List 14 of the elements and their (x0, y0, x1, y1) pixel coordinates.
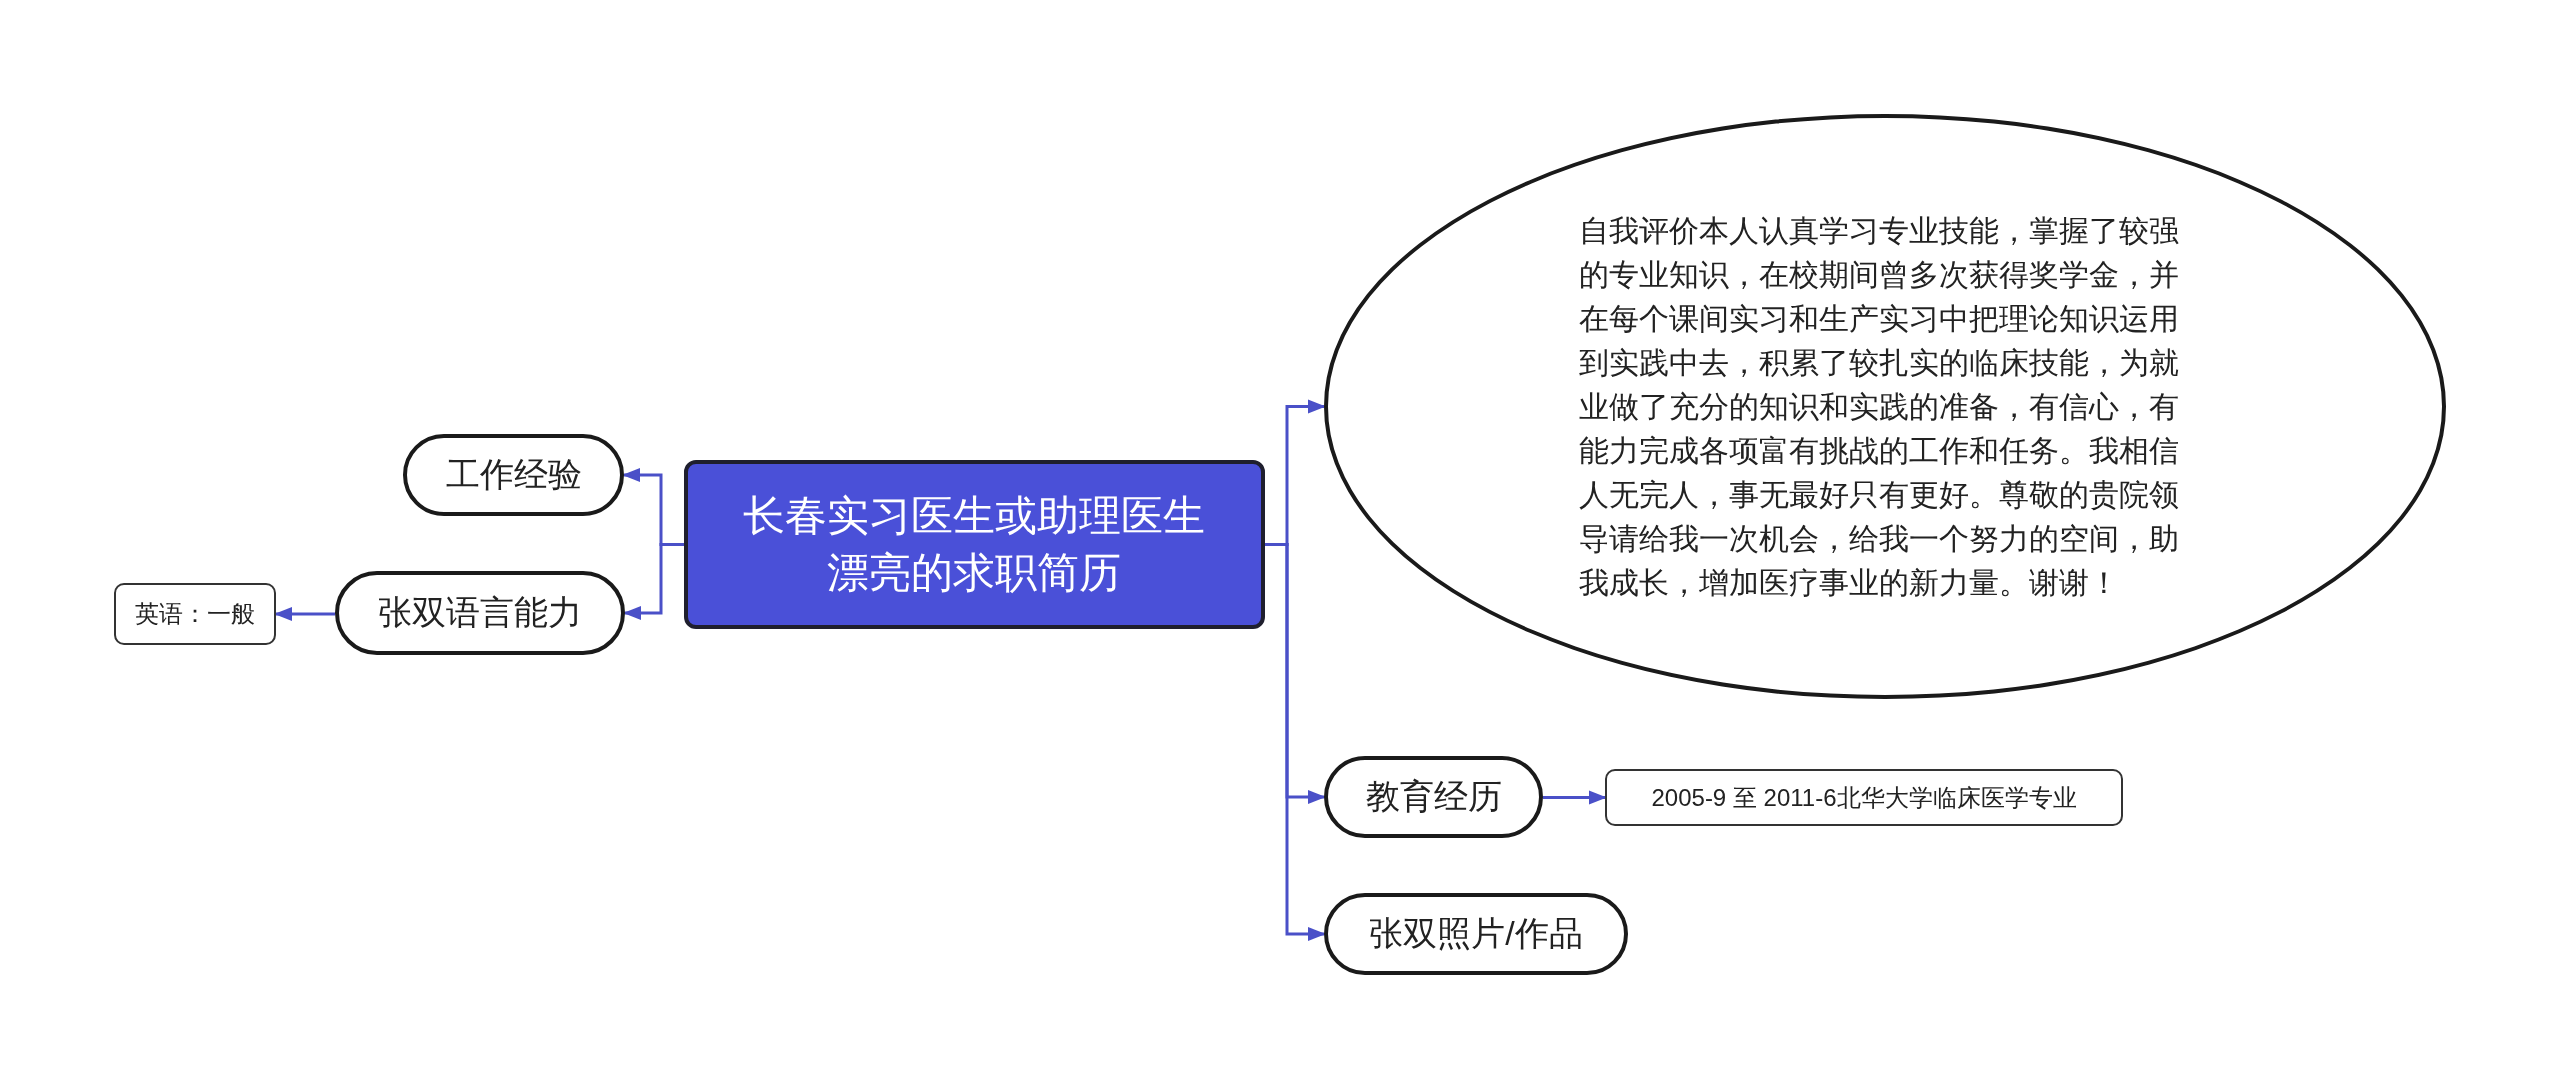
topic-box (684, 460, 1265, 629)
node-text: 工作经验 (445, 454, 582, 495)
detail-box (114, 583, 276, 645)
node-text: 英语：一般 (135, 599, 255, 629)
node-text: 张双照片/作品 (1369, 913, 1583, 954)
node-text: 教育经历 (1365, 776, 1502, 817)
node-text: 长春实习医生或助理医生漂亮的求职简历 (742, 490, 1207, 598)
connector-arrow (1543, 790, 1607, 805)
connector-arrow (274, 606, 335, 622)
node-text: 自我评价本人认真学习专业技能，掌握了较强的专业知识，在校期间曾多次获得奖学金，并在每个课间实习和生产实习中把理论知识运用到实践中去，积累了较扎实的临床技能，为就业做了充分的知识和实践的准备，有信心，有能力完成各项富有挑战的工作和任务。我相信人无完人，事无最好只有更好。尊敬的贵院领导请给我一次机会，给我一个努力的空间，助我成长，增加医疗事业的新力量。谢谢！ (1579, 212, 2180, 601)
node-text: 2005-9 至 2011-6北华大学临床医学专业 (1651, 782, 2077, 813)
connector-arrow (1265, 543, 1326, 942)
detail-box (1605, 769, 2123, 826)
node-text: 张双语言能力 (378, 592, 582, 633)
